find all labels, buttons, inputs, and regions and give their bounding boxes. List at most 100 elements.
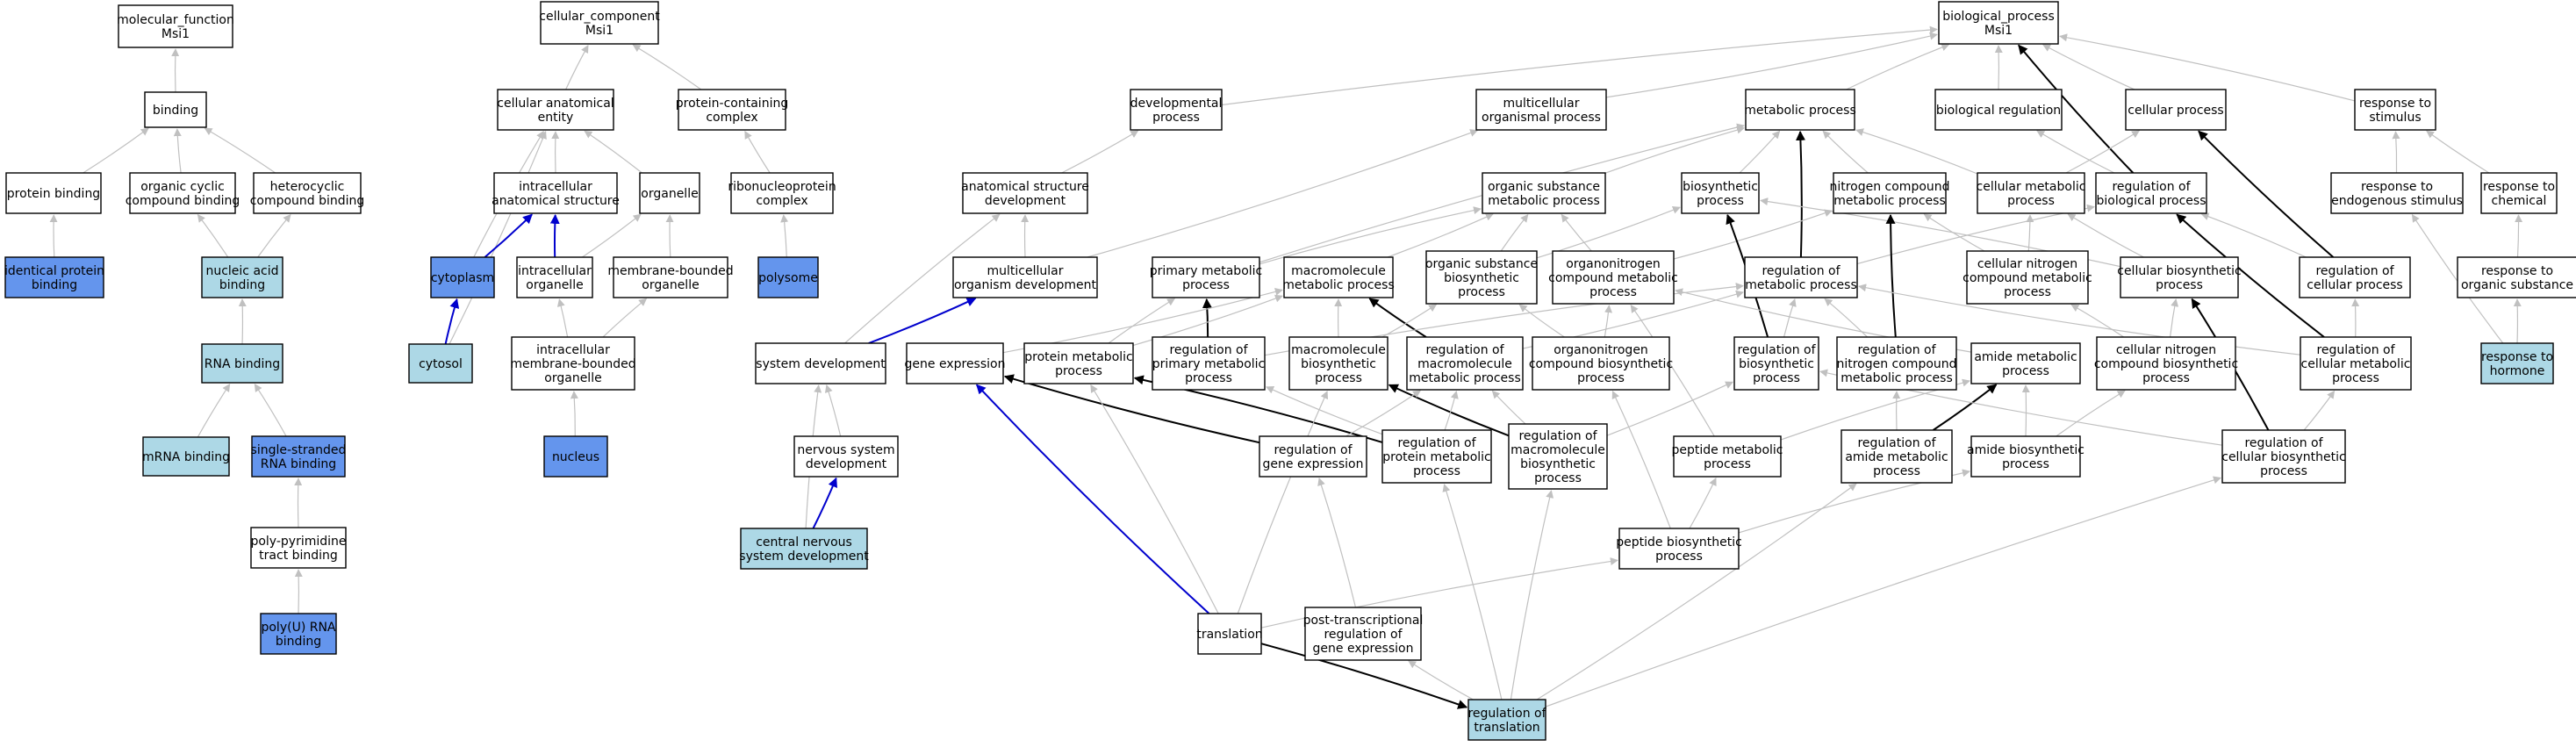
node-box bbox=[1552, 250, 1675, 305]
node-label-line: regulation of bbox=[2244, 436, 2323, 450]
node-box bbox=[730, 172, 834, 214]
node-label-line: metabolic process bbox=[1282, 278, 1395, 292]
edge-organelle-to-cae bbox=[584, 130, 642, 174]
edge-polysome-to-rnp bbox=[780, 214, 789, 258]
edge-nucleus-to-imbo bbox=[570, 391, 578, 437]
node-label-line: biosynthetic bbox=[1301, 357, 1376, 371]
edge-resp_stim-to-bp_root bbox=[2059, 33, 2356, 102]
edge-line bbox=[2198, 130, 2335, 258]
edge-line bbox=[294, 478, 303, 528]
go-node-cytoplasm: cytoplasm bbox=[430, 256, 495, 298]
edge-rmbp-to-mbp bbox=[1388, 384, 1510, 437]
node-label-line: process bbox=[1873, 464, 1920, 478]
edge-dev_proc-to-bp_root bbox=[1221, 25, 1938, 106]
node-label-line: Msi1 bbox=[585, 24, 614, 38]
node-label-line: compound biosynthetic bbox=[1529, 357, 1673, 371]
node-box bbox=[1283, 256, 1394, 298]
edge-abp-to-amp bbox=[2021, 384, 2030, 437]
edge-resp_horm-to-resp_endo bbox=[2411, 213, 2504, 344]
node-box bbox=[1618, 528, 1740, 570]
node-label-line: organelle bbox=[642, 278, 699, 292]
node-label-line: organic cyclic bbox=[140, 180, 225, 194]
node-box bbox=[1673, 435, 1782, 478]
edge-line bbox=[1885, 213, 1897, 338]
node-box bbox=[2096, 336, 2236, 391]
edge-pcc-to-cc_root bbox=[632, 44, 702, 90]
edge-line bbox=[868, 297, 977, 344]
edge-oncbp-to-oncmp bbox=[1604, 305, 1613, 338]
node-label-line: Msi1 bbox=[161, 27, 190, 41]
node-label-line: biosynthetic bbox=[1683, 180, 1758, 194]
node-label-line: cellular biosynthetic bbox=[2221, 450, 2345, 464]
edge-line bbox=[197, 383, 231, 438]
edge-osbp-to-biosyn bbox=[1536, 205, 1681, 259]
node-box bbox=[1259, 435, 1367, 478]
node-label-line: regulation of bbox=[1169, 343, 1248, 357]
node-label-line: nucleic acid bbox=[205, 264, 278, 278]
node-label-line: peptide metabolic bbox=[1672, 443, 1783, 457]
edge-rtrans-to-rcbp bbox=[1545, 476, 2221, 707]
node-label-line: organonitrogen bbox=[1553, 343, 1648, 357]
node-label-line: macromolecule bbox=[1510, 443, 1605, 457]
node-label-line: regulation of bbox=[2112, 180, 2191, 194]
edge-rcmp-to-rcp bbox=[2351, 298, 2360, 338]
node-label-line: binding bbox=[153, 104, 198, 118]
edge-line bbox=[1796, 130, 1806, 258]
node-label-line: organelle bbox=[544, 371, 601, 385]
edge-rge-to-rmmp bbox=[1345, 390, 1422, 437]
edge-line bbox=[2036, 130, 2115, 174]
node-box bbox=[1425, 250, 1538, 305]
node-label-line: polysome bbox=[758, 271, 818, 285]
edge-nsd-to-sysdev bbox=[824, 384, 842, 437]
edge-pmp-to-osmp bbox=[1259, 206, 1482, 265]
node-box bbox=[516, 256, 593, 298]
edge-polypyr-to-ss_rna bbox=[294, 478, 303, 528]
edge-rmmp-to-mmp bbox=[1368, 298, 1427, 338]
node-label-line: membrane-bounded bbox=[510, 357, 635, 371]
edge-line bbox=[584, 130, 642, 174]
node-label-line: process bbox=[1152, 111, 1200, 125]
edge-asd-to-dev_proc bbox=[1061, 130, 1139, 174]
node-label-line: development bbox=[806, 457, 887, 471]
node-box bbox=[1475, 89, 1607, 131]
node-label-line: binding bbox=[219, 278, 265, 292]
edge-rncmp-to-ncmp bbox=[1885, 213, 1897, 338]
node-box bbox=[1467, 699, 1546, 741]
edge-rcbp-to-rcmp bbox=[2303, 390, 2336, 431]
node-box bbox=[1304, 607, 1422, 661]
edge-rcmp-to-rbp bbox=[2176, 213, 2325, 338]
node-label-line: biological regulation bbox=[1936, 104, 2061, 118]
node-box bbox=[755, 342, 886, 384]
go-node-rmbp: regulation ofmacromoleculebiosyntheticpr… bbox=[1508, 423, 1608, 490]
node-box bbox=[2457, 256, 2576, 298]
edge-line bbox=[2042, 44, 2135, 90]
edge-cncmp-to-cmp bbox=[2026, 214, 2034, 252]
node-label-line: poly(U) RNA bbox=[261, 621, 335, 635]
node-box bbox=[2480, 172, 2558, 214]
node-label-line: process bbox=[1577, 371, 1625, 385]
edge-rmbp-to-rbiosyn bbox=[1606, 381, 1734, 436]
edge-rmp-to-met_proc bbox=[1796, 130, 1806, 258]
edge-line bbox=[1108, 298, 1176, 344]
edge-line bbox=[1087, 129, 1479, 258]
edge-line bbox=[844, 213, 1001, 344]
edge-cell_proc-to-bp_root bbox=[2042, 44, 2135, 90]
node-label-line: biological process bbox=[2097, 194, 2206, 208]
edge-line bbox=[2067, 213, 2144, 258]
node-box bbox=[201, 343, 283, 384]
node-label-line: stimulus bbox=[2369, 111, 2421, 125]
edge-intra_org-to-ias bbox=[549, 213, 560, 258]
node-label-line: RNA binding bbox=[261, 457, 336, 471]
node-label-line: biosynthetic bbox=[1520, 457, 1596, 471]
node-label-line: response to bbox=[2359, 97, 2431, 111]
node-box bbox=[1197, 613, 1262, 655]
